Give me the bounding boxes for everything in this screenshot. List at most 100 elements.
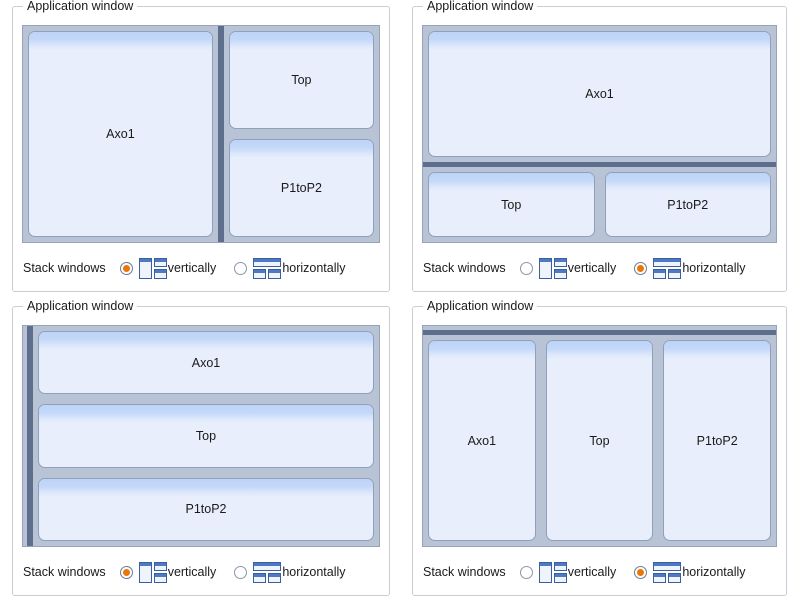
window-panel-top[interactable]: Top: [545, 340, 654, 541]
icon-cell-bottom-right: [268, 269, 282, 279]
radio-horizontally[interactable]: [634, 261, 648, 275]
window-panel-axo1[interactable]: Axo1: [28, 31, 213, 237]
groupbox-bottom-left: Application window Axo1 Top P1toP2: [12, 299, 390, 596]
icon-cell-left: [138, 561, 152, 583]
window-title: P1toP2: [185, 502, 227, 517]
icon-cell-bottom-left: [253, 573, 267, 583]
example-cell-bottom-left: Application window Axo1 Top P1toP2: [0, 299, 400, 604]
application-window-frame: Axo1 Top P1toP2: [22, 325, 380, 547]
layout-horizontal-icon: [653, 561, 682, 583]
stacked-dock-region: Axo1 Top P1toP2: [423, 335, 776, 546]
radio-horizontally[interactable]: [234, 565, 248, 579]
window-panel-axo1[interactable]: Axo1: [428, 31, 771, 158]
window-panel-top[interactable]: Top: [428, 172, 595, 237]
radio-vertically[interactable]: [519, 261, 533, 275]
window-panel-axo1[interactable]: Axo1: [38, 331, 374, 395]
stack-windows-label: Stack windows: [23, 261, 106, 275]
stack-windows-options: Stack windows vertically: [423, 557, 776, 587]
icon-cell-top-right: [153, 561, 167, 571]
icon-cell-top-right: [553, 561, 567, 571]
stack-windows-options: Stack windows vertically: [23, 557, 379, 587]
groupbox-top-right: Application window Axo1 Top P1toP2: [412, 0, 787, 292]
example-cell-top-left: Application window Axo1 Top P1toP2: [0, 0, 400, 300]
horizontal-splitter[interactable]: [423, 330, 776, 335]
horizontal-splitter[interactable]: [423, 162, 776, 168]
top-dock-region: Axo1: [423, 26, 776, 162]
radio-vertically[interactable]: [119, 261, 133, 275]
window-title: P1toP2: [696, 433, 738, 448]
option-vertically[interactable]: vertically: [519, 257, 616, 279]
stack-windows-label: Stack windows: [423, 261, 506, 275]
layout-vertical-icon: [538, 257, 567, 279]
vertical-splitter[interactable]: [27, 326, 33, 546]
option-label-vertically: vertically: [167, 261, 217, 275]
groupbox-title: Application window: [423, 299, 538, 314]
icon-cell-left: [538, 561, 552, 583]
window-panel-top[interactable]: Top: [228, 31, 374, 129]
option-label-vertically: vertically: [167, 565, 217, 579]
option-vertically[interactable]: vertically: [119, 257, 217, 279]
layout-horizontal-icon: [253, 257, 282, 279]
window-panel-top[interactable]: Top: [38, 404, 374, 468]
icon-cell-top: [253, 257, 282, 267]
stack-windows-options: Stack windows vertically: [23, 253, 379, 283]
window-panel-p1top2[interactable]: P1toP2: [663, 340, 772, 541]
option-horizontally[interactable]: horizontally: [634, 257, 746, 279]
option-label-horizontally: horizontally: [282, 261, 346, 275]
layout-horizontal-icon: [653, 257, 682, 279]
window-panel-axo1[interactable]: Axo1: [428, 340, 536, 541]
icon-cell-top: [253, 561, 282, 571]
icon-cell-bottom-left: [653, 269, 667, 279]
icon-cell-bottom-right: [668, 269, 682, 279]
icon-cell-bottom-right: [668, 573, 682, 583]
option-label-horizontally: horizontally: [682, 261, 746, 275]
window-title: Axo1: [585, 87, 614, 102]
bottom-dock-region: Top P1toP2: [423, 167, 776, 242]
radio-vertically[interactable]: [519, 565, 533, 579]
window-panel-p1top2[interactable]: P1toP2: [228, 139, 374, 237]
groupbox-title: Application window: [23, 299, 138, 314]
window-title: Axo1: [106, 127, 135, 141]
window-title: P1toP2: [667, 197, 709, 212]
right-dock-region: Top P1toP2: [224, 26, 379, 242]
application-window-frame: Axo1 Top P1toP2: [422, 325, 777, 547]
option-label-vertically: vertically: [567, 565, 617, 579]
window-title: P1toP2: [280, 181, 322, 195]
icon-cell-bottom-right: [553, 269, 567, 279]
icon-cell-bottom-left: [653, 573, 667, 583]
icon-cell-top: [653, 257, 682, 267]
window-title: Axo1: [467, 433, 497, 448]
icon-cell-bottom-right: [268, 573, 282, 583]
icon-cell-bottom-right: [153, 269, 167, 279]
icon-cell-left: [538, 257, 552, 279]
window-title: Top: [195, 428, 217, 443]
groupbox-title: Application window: [423, 0, 538, 14]
stack-windows-options: Stack windows vertically: [423, 253, 776, 283]
window-title: Top: [501, 197, 522, 212]
icon-cell-bottom-right: [153, 573, 167, 583]
option-horizontally[interactable]: horizontally: [634, 561, 746, 583]
icon-cell-bottom-left: [253, 269, 267, 279]
vertical-splitter[interactable]: [217, 26, 224, 242]
radio-horizontally[interactable]: [234, 261, 248, 275]
application-window-frame: Axo1 Top P1toP2: [22, 25, 380, 243]
groupbox-bottom-right: Application window Axo1 Top P1toP2: [412, 299, 787, 596]
stacked-dock-region: Axo1 Top P1toP2: [33, 326, 379, 546]
application-window-frame: Axo1 Top P1toP2: [422, 25, 777, 243]
window-panel-p1top2[interactable]: P1toP2: [38, 477, 374, 541]
groupbox-title: Application window: [23, 0, 138, 14]
window-panel-p1top2[interactable]: P1toP2: [604, 172, 771, 237]
option-horizontally[interactable]: horizontally: [234, 257, 346, 279]
option-vertically[interactable]: vertically: [119, 561, 217, 583]
example-cell-bottom-right: Application window Axo1 Top P1toP2: [400, 299, 797, 604]
option-horizontally[interactable]: horizontally: [234, 561, 346, 583]
option-vertically[interactable]: vertically: [519, 561, 617, 583]
radio-horizontally[interactable]: [634, 565, 648, 579]
window-title: Top: [291, 73, 312, 87]
radio-vertically[interactable]: [119, 565, 133, 579]
example-cell-top-right: Application window Axo1 Top P1toP2: [400, 0, 797, 300]
icon-cell-top-right: [553, 257, 567, 267]
layout-vertical-icon: [138, 561, 167, 583]
stack-windows-label: Stack windows: [423, 565, 506, 579]
